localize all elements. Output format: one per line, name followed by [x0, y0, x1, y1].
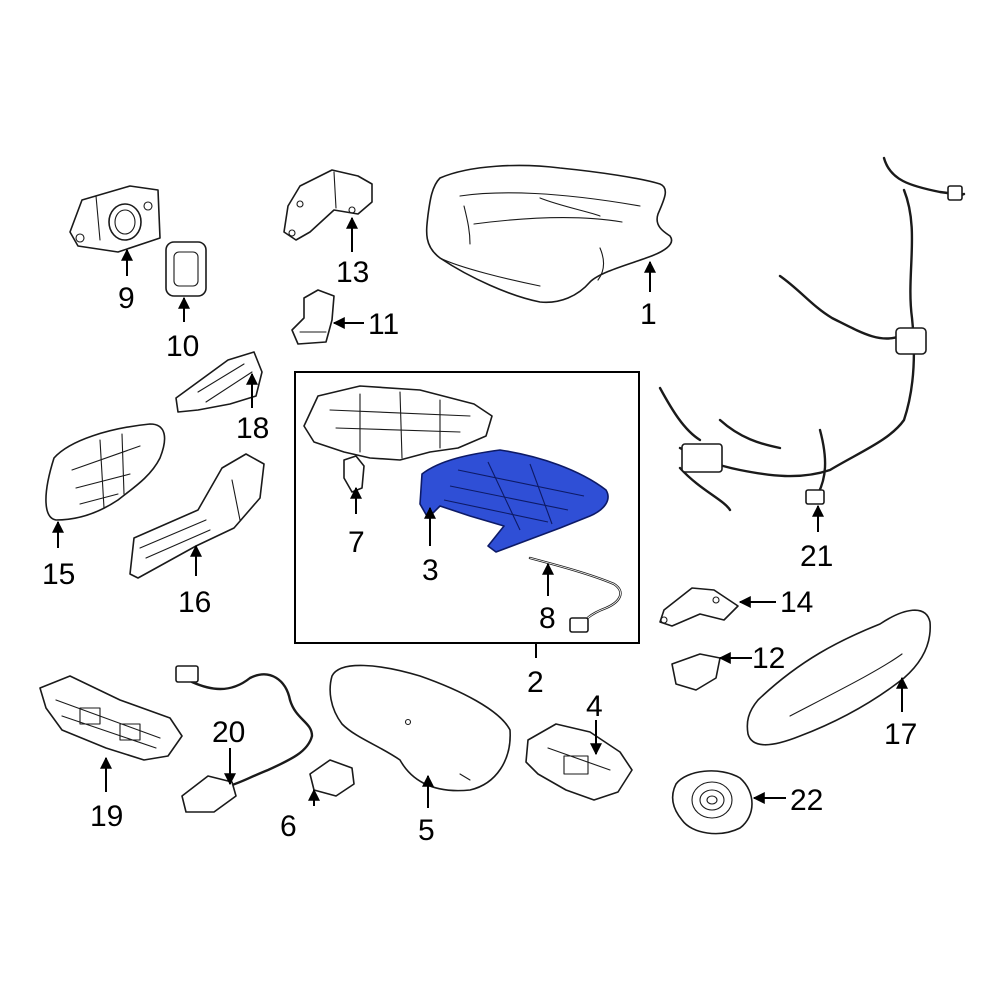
part-21-wiring-harness[interactable] [658, 156, 966, 512]
part-13-bracket[interactable] [283, 169, 373, 241]
callout-11[interactable]: 11 [368, 308, 399, 341]
part-14-bracket[interactable] [659, 587, 739, 627]
part-1-seat-cushion-cover[interactable] [425, 164, 673, 304]
part-9-seat-switch[interactable] [69, 185, 161, 253]
callout-labels: 1 9 10 13 11 18 15 16 7 3 8 2 21 14 12 1… [42, 256, 917, 847]
callout-17[interactable]: 17 [884, 718, 917, 751]
callout-3[interactable]: 3 [422, 554, 439, 587]
part-12-clip[interactable] [671, 653, 721, 691]
part-10-adjuster-knob[interactable] [165, 241, 207, 297]
callout-7[interactable]: 7 [348, 526, 365, 559]
part-19-seat-track[interactable] [39, 675, 183, 761]
callout-13[interactable]: 13 [336, 256, 369, 289]
part-5-cushion-pad[interactable] [329, 664, 511, 792]
part-7-clip[interactable] [343, 455, 365, 493]
callout-12[interactable]: 12 [752, 642, 785, 675]
callout-18[interactable]: 18 [236, 412, 269, 445]
callout-14[interactable]: 14 [780, 586, 813, 619]
callout-2[interactable]: 2 [527, 666, 544, 699]
leader-lines [52, 216, 908, 808]
seat-frame[interactable] [303, 385, 493, 461]
callout-1[interactable]: 1 [640, 298, 657, 331]
callout-21[interactable]: 21 [800, 540, 833, 573]
callout-19[interactable]: 19 [90, 800, 123, 833]
callout-15[interactable]: 15 [42, 558, 75, 591]
part-17-side-panel[interactable] [746, 609, 931, 746]
part-6-switch-knob[interactable] [309, 759, 355, 797]
part-15-side-shield[interactable] [45, 423, 166, 521]
part-11-clip[interactable] [291, 289, 335, 345]
part-22-lumbar-motor[interactable] [671, 770, 753, 835]
callout-8[interactable]: 8 [539, 602, 556, 635]
part-8-wire-harness[interactable] [528, 556, 622, 633]
callout-16[interactable]: 16 [178, 586, 211, 619]
callout-22[interactable]: 22 [790, 784, 823, 817]
part-16-rail-cover[interactable] [129, 453, 265, 579]
callout-5[interactable]: 5 [418, 814, 435, 847]
part-3-seat-cushion-pan-highlighted[interactable] [419, 449, 609, 553]
callout-9[interactable]: 9 [118, 282, 135, 315]
callout-6[interactable]: 6 [280, 810, 297, 843]
callout-10[interactable]: 10 [166, 330, 199, 363]
part-18-trim-cover[interactable] [175, 351, 263, 413]
part-4-seat-motor[interactable] [525, 723, 633, 801]
callout-4[interactable]: 4 [586, 690, 603, 723]
part-20-wire-harness[interactable] [175, 665, 314, 813]
part-2-group-box [294, 371, 640, 644]
callout-20[interactable]: 20 [212, 716, 245, 749]
